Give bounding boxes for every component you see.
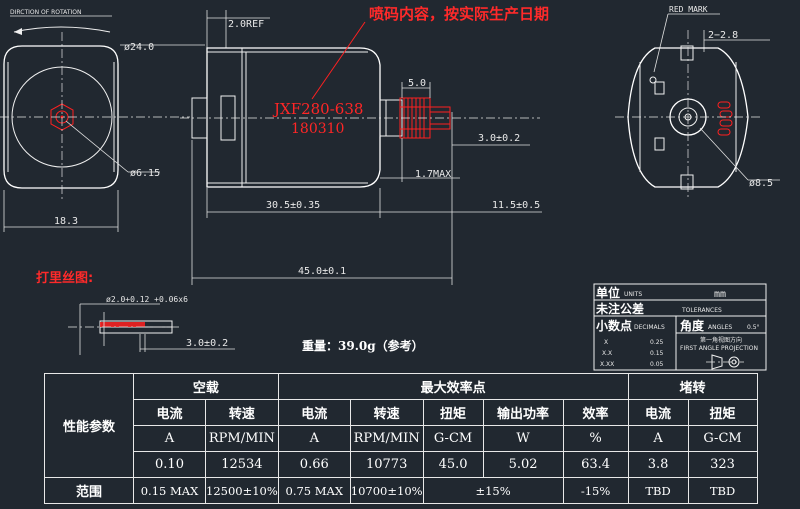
tol-val: 0.15	[650, 350, 664, 357]
dim-d85: ø8.5	[749, 178, 773, 189]
unit-cell: A	[277, 425, 351, 452]
tol-en: TOLERANCES	[681, 307, 722, 314]
unit-cell: G-CM	[687, 425, 758, 452]
proj-cn: 第一角视图方向	[700, 336, 742, 344]
tol-val: 0.05	[650, 361, 664, 368]
unit-val: mm	[714, 289, 726, 300]
dec-en: DECIMALS	[634, 324, 665, 331]
value-cell: 323	[687, 451, 758, 478]
dim-d24: ø24.0	[124, 42, 154, 53]
range-cell: 0.75 MAX	[277, 477, 351, 504]
sub-header: 电流	[277, 399, 351, 426]
range-label: 范围	[44, 477, 134, 504]
range-cell: 0.15 MAX	[133, 477, 206, 504]
knurl-detail: 打里丝图: ø2.0+0.12 +0.06x6 3.0±0.2	[36, 270, 235, 355]
sub-header: 电流	[627, 399, 689, 426]
sub-header: 扭矩	[422, 399, 484, 426]
vent-slots	[717, 101, 733, 136]
marking-line2: 180310	[291, 121, 344, 137]
proj-en: FIRST ANGLE PROJECTION	[680, 345, 758, 352]
marking-line1: JXF280-638	[272, 100, 363, 118]
note-top: 喷码内容，按实际生产日期	[369, 5, 549, 23]
value-cell: 0.10	[133, 451, 206, 478]
red-mark-label: RED MARK	[669, 5, 708, 14]
pinion-shaft	[399, 97, 451, 139]
range-cell: 10700±10%	[349, 477, 424, 504]
unit-cell: G-CM	[422, 425, 484, 452]
range-cell: ±15%	[422, 477, 564, 504]
dim-28: 2−2.8	[708, 30, 738, 41]
side-view: 2.0REF ø24.0 J	[120, 5, 549, 285]
ang-cn: 角度	[680, 318, 705, 333]
range-cell: TBD	[687, 477, 758, 504]
tol-cn: 未注公差	[595, 301, 644, 316]
value-cell: 3.8	[627, 451, 689, 478]
value-cell: 5.02	[482, 451, 564, 478]
dim-45: 45.0±0.1	[298, 266, 346, 277]
sub-header: 扭矩	[687, 399, 758, 426]
unit-cell: A	[627, 425, 689, 452]
tol-key: X.XX	[600, 361, 614, 368]
sub-header: 效率	[562, 399, 629, 426]
group-header: 堵转	[627, 373, 758, 400]
unit-cell: RPM/MIN	[349, 425, 424, 452]
weight-label: 重量：39.0g（参考）	[302, 338, 424, 353]
unit-en: UNITS	[624, 291, 642, 298]
knurl-label: 打里丝图:	[36, 270, 93, 286]
range-cell: 12500±10%	[205, 477, 279, 504]
tol-val: 0.25	[650, 339, 664, 346]
ang-en: ANGLES	[708, 324, 732, 331]
performance-table: 性能参数 空载 最大效率点 堵转 电流 转速 电流 转速 扭矩 输出功率 效率 …	[44, 373, 758, 504]
dim-305: 30.5±0.35	[266, 200, 320, 211]
dim-183: 18.3	[54, 216, 78, 227]
value-cell: 63.4	[562, 451, 629, 478]
sub-header: 输出功率	[482, 399, 564, 426]
sub-header: 转速	[205, 399, 279, 426]
right-end-view: RED MARK 2−2.8 ø8.5	[615, 5, 780, 200]
tol-key: X	[604, 339, 608, 346]
dim-17: 1.7MAX	[415, 169, 451, 180]
dim-50: 5.0	[408, 78, 426, 89]
direction-label: DIRCTION OF ROTATION	[10, 9, 81, 16]
value-cell: 0.66	[277, 451, 351, 478]
dim-30: 3.0±0.2	[478, 133, 520, 144]
dim-d20: ø2.0+0.12 +0.06x6	[106, 295, 188, 304]
dim-d615: ø6.15	[130, 168, 160, 179]
unit-cell: %	[562, 425, 629, 452]
dim-ref: 2.0REF	[228, 19, 264, 30]
title-block: 单位 UNITS mm 未注公差 TOLERANCES 小数点 DECIMALS…	[593, 283, 767, 371]
range-cell: TBD	[627, 477, 689, 504]
sub-header: 电流	[133, 399, 206, 426]
sub-header: 转速	[349, 399, 424, 426]
ang-val: 0.5°	[747, 324, 760, 331]
unit-cn: 单位	[596, 285, 620, 300]
tol-key: X.X	[602, 350, 612, 357]
projection-symbol-icon	[706, 354, 744, 370]
value-cell: 12534	[205, 451, 279, 478]
dim-30b: 3.0±0.2	[186, 338, 228, 349]
value-cell: 10773	[349, 451, 424, 478]
unit-cell: RPM/MIN	[205, 425, 279, 452]
group-header: 空载	[133, 373, 279, 400]
group-header: 最大效率点	[277, 373, 629, 400]
left-end-view: DIRCTION OF ROTATION ø6.15 18.3	[0, 9, 190, 232]
range-cell: -15%	[562, 477, 629, 504]
unit-cell: W	[482, 425, 564, 452]
row-label: 性能参数	[44, 373, 134, 478]
dim-115: 11.5±0.5	[492, 200, 540, 211]
value-cell: 45.0	[422, 451, 484, 478]
dec-cn: 小数点	[596, 318, 632, 333]
unit-cell: A	[133, 425, 206, 452]
